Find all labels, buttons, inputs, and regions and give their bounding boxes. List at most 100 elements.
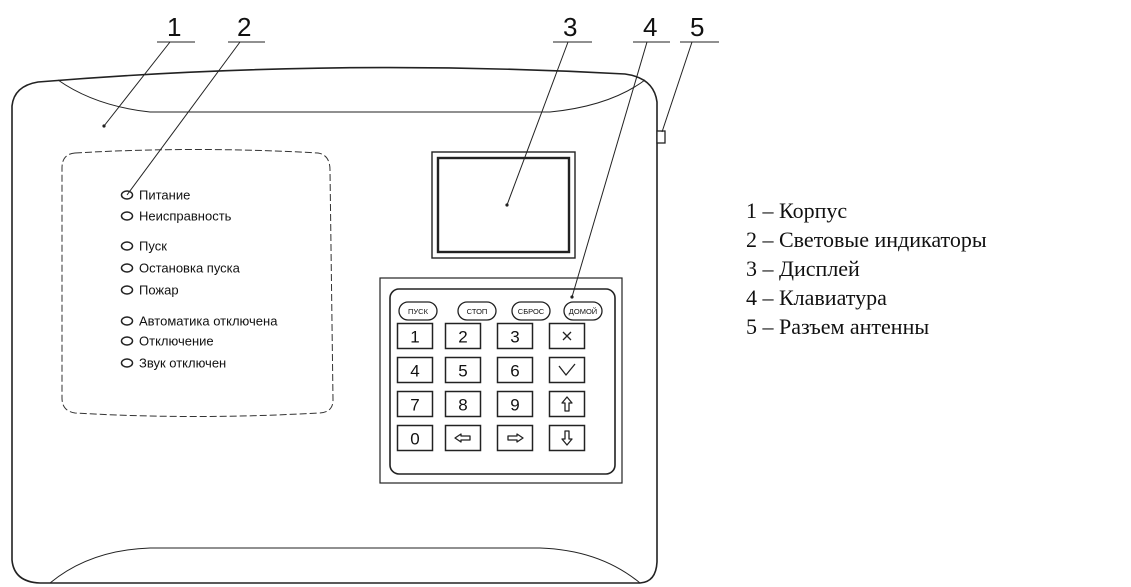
key-outline — [496, 322, 534, 350]
indicator-label: Остановка пуска — [139, 261, 241, 276]
legend-item-keypad: 4 – Клавиатура — [746, 285, 887, 310]
callout-4-dot — [570, 295, 574, 299]
arrow-up-icon — [561, 396, 573, 412]
key-outline — [548, 390, 586, 418]
indicator-led-icon — [120, 211, 134, 221]
key-label: 3 — [510, 328, 519, 347]
key-label: 8 — [458, 396, 467, 415]
key-label: 7 — [410, 396, 419, 415]
function-key-outline — [563, 301, 603, 321]
indicator-row: Питание — [120, 188, 190, 203]
display-screen — [436, 156, 571, 254]
indicator-label: Звук отключен — [139, 356, 226, 371]
function-key-label: СТОП — [467, 307, 488, 316]
function-key-2[interactable]: СТОП — [457, 301, 497, 321]
indicator-row: Звук отключен — [120, 356, 226, 371]
function-key-4[interactable]: ДОМОЙ — [563, 301, 603, 321]
key-label: 1 — [410, 328, 419, 347]
key-7[interactable]: 7 — [396, 390, 434, 418]
indicator-row: Отключение — [120, 334, 214, 349]
indicator-row: Остановка пуска — [120, 261, 241, 276]
keypad-inner-frame — [389, 288, 616, 475]
indicator-row: Пуск — [120, 239, 167, 254]
key-arrow-right[interactable] — [496, 424, 534, 452]
key-1[interactable]: 1 — [396, 322, 434, 350]
indicator-row: Автоматика отключена — [120, 314, 278, 329]
housing-outline — [11, 66, 658, 584]
function-key-outline — [511, 301, 551, 321]
arrow-down-icon — [561, 430, 573, 446]
key-label: 6 — [510, 362, 519, 381]
indicator-led-icon — [120, 336, 134, 346]
key-arrow-up[interactable] — [548, 390, 586, 418]
indicator-label: Питание — [139, 188, 190, 203]
indicator-label: Автоматика отключена — [139, 314, 278, 329]
indicator-panel — [61, 149, 334, 417]
indicator-led-icon — [120, 241, 134, 251]
key-0[interactable]: 0 — [396, 424, 434, 452]
check-icon — [558, 363, 576, 376]
key-outline — [548, 356, 586, 384]
key-check[interactable] — [548, 356, 586, 384]
key-outline — [444, 322, 482, 350]
display-outer-frame — [431, 151, 576, 259]
indicator-led-icon — [120, 190, 134, 200]
legend-item-indicators: 2 – Световые индикаторы — [746, 227, 987, 252]
callouts — [103, 41, 719, 298]
callout-2-leader — [126, 41, 241, 196]
indicator-row: Пожар — [120, 283, 179, 298]
indicator-led-icon — [120, 263, 134, 273]
key-outline — [548, 424, 586, 452]
key-outline — [444, 424, 482, 452]
key-outline — [496, 424, 534, 452]
legend: 1 – Корпус 2 – Световые индикаторы 3 – Д… — [746, 196, 987, 341]
key-8[interactable]: 8 — [444, 390, 482, 418]
key-label: 9 — [510, 396, 519, 415]
callout-number-3: 3 — [563, 12, 577, 42]
key-2[interactable]: 2 — [444, 322, 482, 350]
key-outline — [444, 356, 482, 384]
key-arrow-down[interactable] — [548, 424, 586, 452]
callout-4-leader — [571, 41, 648, 298]
keypad-outer-frame — [379, 277, 623, 484]
indicator-led-icon — [120, 316, 134, 326]
indicator-row: Неисправность — [120, 209, 232, 224]
indicator-led-icon — [120, 285, 134, 295]
callout-number-1: 1 — [167, 12, 181, 42]
keypad — [379, 277, 623, 484]
key-6[interactable]: 6 — [496, 356, 534, 384]
legend-item-display: 3 – Дисплей — [746, 256, 860, 281]
key-outline — [444, 390, 482, 418]
function-key-label: СБРОС — [518, 307, 545, 316]
callout-1-dot — [102, 124, 106, 128]
callout-5-leader — [661, 41, 693, 133]
callout-1-leader — [103, 41, 171, 127]
function-key-outline — [398, 301, 438, 321]
indicator-label: Неисправность — [139, 209, 232, 224]
callout-dots — [102, 124, 574, 299]
callout-number-5: 5 — [690, 12, 704, 42]
callout-number-4: 4 — [643, 12, 657, 42]
function-key-1[interactable]: ПУСК — [398, 301, 438, 321]
antenna-connector — [656, 130, 666, 144]
function-key-outline — [457, 301, 497, 321]
display — [431, 151, 576, 259]
key-outline — [396, 390, 434, 418]
function-key-row: ПУСК СТОП СБРОС ДОМОЙ — [398, 301, 603, 321]
indicator-label: Отключение — [139, 334, 214, 349]
key-label: 0 — [410, 430, 419, 449]
indicator-label: Пожар — [139, 283, 179, 298]
key-3[interactable]: 3 — [496, 322, 534, 350]
key-arrow-left[interactable] — [444, 424, 482, 452]
key-9[interactable]: 9 — [496, 390, 534, 418]
function-key-label: ПУСК — [408, 307, 429, 316]
cross-icon — [562, 331, 572, 341]
indicator-led-icon — [120, 358, 134, 368]
key-4[interactable]: 4 — [396, 356, 434, 384]
key-5[interactable]: 5 — [444, 356, 482, 384]
callout-3-dot — [505, 203, 509, 207]
key-cross[interactable] — [548, 322, 586, 350]
function-key-3[interactable]: СБРОС — [511, 301, 551, 321]
